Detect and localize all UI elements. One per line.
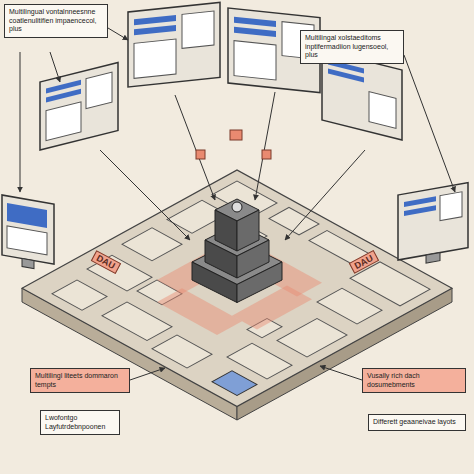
leader-line bbox=[320, 366, 362, 380]
module-tile bbox=[317, 288, 382, 324]
data-packet bbox=[196, 150, 205, 159]
module-tile bbox=[102, 302, 172, 341]
callout-box: Vusally rich dach dosumebments bbox=[362, 368, 466, 393]
tower-face bbox=[215, 210, 237, 251]
screen-panel bbox=[234, 41, 276, 80]
monitor bbox=[398, 183, 468, 268]
leader-line bbox=[108, 28, 128, 40]
data-packet bbox=[230, 130, 242, 140]
screen-panel bbox=[134, 39, 176, 78]
screen-panel bbox=[86, 72, 112, 108]
leader-line bbox=[175, 95, 215, 200]
module-tile bbox=[152, 335, 212, 368]
monitor-frame bbox=[40, 63, 118, 150]
tower-face bbox=[237, 210, 259, 251]
monitor-frame bbox=[2, 195, 54, 264]
callout-box: Lwofontgo Layfutrdebnpoonen bbox=[40, 410, 120, 435]
leader-line bbox=[404, 55, 455, 192]
screen-bar bbox=[234, 27, 276, 37]
monitor bbox=[2, 195, 54, 272]
module-tile bbox=[122, 228, 182, 261]
callout-text: Differett geaaneivae layots bbox=[373, 418, 461, 427]
leader-line bbox=[130, 368, 165, 380]
screen-bar bbox=[134, 15, 176, 25]
leader-line bbox=[50, 52, 60, 82]
screen-bar bbox=[234, 17, 276, 27]
leader-line bbox=[20, 52, 21, 192]
module-tile bbox=[277, 319, 347, 358]
leader-line bbox=[255, 92, 275, 200]
screen-bar bbox=[404, 205, 436, 216]
callout-text: Vusally rich dach dosumebments bbox=[367, 372, 461, 389]
callout-box: Multilingual vontalnneesnne coatlenuliti… bbox=[4, 4, 108, 38]
data-packet bbox=[262, 150, 271, 159]
monitor bbox=[40, 63, 118, 150]
monitor-stand bbox=[426, 253, 440, 263]
screen-bar bbox=[134, 25, 176, 35]
module-tile bbox=[269, 207, 319, 235]
leader-line bbox=[100, 150, 190, 240]
callout-box: Multilingal xolstaeditoms inptifermadiio… bbox=[300, 30, 404, 64]
screen-panel bbox=[440, 192, 462, 221]
screen-panel bbox=[7, 226, 47, 255]
screen-bar bbox=[7, 203, 47, 228]
leader-line bbox=[285, 150, 365, 240]
screen-bar bbox=[328, 68, 364, 82]
screen-bar bbox=[46, 89, 81, 103]
callout-text: Multilingl liteets dommaron tempts bbox=[35, 372, 125, 389]
callout-box: Differett geaaneivae layots bbox=[368, 414, 466, 431]
monitor-frame bbox=[128, 2, 220, 87]
screen-panel bbox=[182, 11, 214, 48]
callout-text: Multilingal xolstaeditoms inptifermadiio… bbox=[305, 34, 399, 60]
monitor-stand bbox=[22, 259, 34, 269]
callout-box: Multilingl liteets dommaron tempts bbox=[30, 368, 130, 393]
callout-text: Lwofontgo Layfutrdebnpoonen bbox=[45, 414, 115, 431]
callout-text: Multilingual vontalnneesnne coatlenuliti… bbox=[9, 8, 103, 34]
monitor-frame bbox=[398, 183, 468, 260]
module-tile bbox=[52, 280, 107, 310]
monitor bbox=[128, 2, 220, 87]
screen-tile bbox=[212, 371, 257, 396]
tower-cap bbox=[232, 202, 242, 212]
screen-panel bbox=[369, 92, 396, 129]
screen-panel bbox=[46, 102, 81, 141]
screen-bar bbox=[404, 196, 436, 207]
